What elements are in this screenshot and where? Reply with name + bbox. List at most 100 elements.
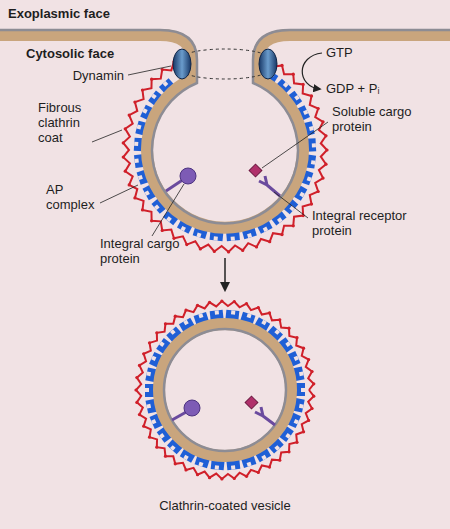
- clathrin-triskelion: [135, 401, 138, 404]
- clathrin-triskelion: [128, 183, 131, 186]
- clathrin-triskelion: [233, 477, 236, 480]
- clathrin-triskelion: [307, 358, 310, 361]
- ap-notch: [166, 216, 172, 222]
- part-label: Dynamin: [60, 68, 124, 83]
- part-label: AP complex: [46, 182, 106, 212]
- clathrin-triskelion: [174, 315, 177, 318]
- clathrin-triskelion: [324, 163, 327, 166]
- part-label: Soluble cargo protein: [332, 104, 432, 134]
- leader-lines: [92, 66, 328, 236]
- clathrin-triskelion: [268, 465, 271, 468]
- clathrin-triskelion: [141, 88, 144, 91]
- dynamin: [259, 49, 277, 79]
- ap-notch: [231, 310, 235, 314]
- clathrin-triskelion: [133, 196, 136, 199]
- ap-notch: [215, 465, 219, 469]
- clathrin-triskelion: [184, 468, 187, 471]
- ap-notch: [170, 445, 176, 451]
- ap-notch: [247, 313, 252, 318]
- clathrin-triskelion: [150, 219, 153, 222]
- ap-notch: [159, 433, 165, 439]
- ap-complex: [145, 310, 305, 471]
- clathrin-triskelion: [122, 156, 125, 159]
- clathrin-triskelion: [310, 407, 313, 410]
- process-arrow: [224, 258, 226, 290]
- ap-notch: [307, 176, 312, 181]
- ap-notch: [299, 192, 304, 197]
- clathrin-triskelion: [196, 304, 199, 307]
- clathrin-triskelion: [122, 141, 125, 144]
- integral-receptor-protein: [259, 176, 280, 196]
- dynamin-ring: [182, 49, 268, 58]
- clathrin-triskelion: [292, 224, 295, 227]
- clathrin-triskelion: [268, 311, 271, 314]
- integral-receptor-protein: [255, 407, 275, 425]
- ap-notch: [198, 313, 203, 318]
- clathrin-triskelion: [280, 64, 283, 67]
- part-label: Integral receptor protein: [312, 208, 432, 238]
- molecule-label: GTP: [326, 45, 353, 60]
- clathrin-triskelion: [185, 243, 188, 246]
- clathrin-triskelion: [150, 78, 153, 81]
- clathrin-triskelion: [255, 245, 258, 248]
- ap-notch: [213, 236, 217, 240]
- ap-notch: [137, 125, 142, 130]
- clathrin-triskelion: [233, 300, 236, 303]
- ap-notch: [294, 356, 299, 361]
- region-label: Exoplasmic face: [8, 6, 110, 21]
- region-label: Cytosolic face: [26, 46, 114, 61]
- clathrin-triskelion: [278, 318, 281, 321]
- clathrin-triskelion: [268, 240, 271, 243]
- clathrin-triskelion: [141, 208, 144, 211]
- ap-notch: [261, 320, 266, 325]
- clathrin-triskelion: [199, 247, 202, 250]
- ap-notch: [299, 404, 304, 409]
- ap-notch: [312, 143, 316, 147]
- ap-notch: [247, 462, 252, 467]
- ap-notch: [299, 371, 304, 376]
- clathrin-coat: [136, 301, 314, 479]
- ap-complex: [134, 69, 316, 241]
- clathrin-triskelion: [196, 473, 199, 476]
- clathrin-triskelion: [321, 120, 324, 123]
- clathrin-triskelion: [241, 249, 244, 252]
- ap-notch: [142, 108, 147, 113]
- clathrin-coat: [134, 299, 315, 480]
- ap-notch: [198, 462, 203, 467]
- clathrin-triskelion: [124, 170, 127, 173]
- clathrin-triskelion: [142, 352, 145, 355]
- leader-line: [152, 184, 184, 236]
- clathrin-triskelion: [302, 430, 305, 433]
- ap-notch: [151, 356, 156, 361]
- clathrin-triskelion: [138, 364, 141, 367]
- clathrin-triskelion: [133, 101, 136, 104]
- clathrin-triskelion: [174, 462, 177, 465]
- clathrin-triskelion: [310, 202, 313, 205]
- clathrin-triskelion: [134, 388, 137, 391]
- leader-line: [92, 130, 122, 142]
- integral-cargo-protein: [184, 400, 200, 416]
- clathrin-triskelion: [310, 94, 313, 97]
- clathrin-triskelion: [148, 341, 151, 344]
- ap-notch: [183, 455, 188, 460]
- clathrin-triskelion: [220, 299, 223, 302]
- clathrin-triskelion: [292, 73, 295, 76]
- ap-notch: [145, 388, 149, 392]
- clathrin-triskelion: [317, 190, 320, 193]
- membrane-leaflet: [164, 329, 286, 451]
- clathrin-triskelion: [295, 336, 298, 339]
- ap-notch: [138, 175, 143, 180]
- ap-notch: [183, 320, 188, 325]
- ap-notch: [261, 455, 266, 460]
- leader-line: [128, 66, 171, 75]
- ap-notch: [181, 226, 186, 231]
- clathrin-triskelion: [164, 322, 167, 325]
- ap-notch: [285, 341, 291, 347]
- clathrin-triskelion: [278, 459, 281, 462]
- ap-notch: [283, 82, 289, 88]
- leader-line: [262, 122, 328, 168]
- clathrin-triskelion: [280, 233, 283, 236]
- clathrin-triskelion: [138, 413, 141, 416]
- clathrin-triskelion: [317, 107, 320, 110]
